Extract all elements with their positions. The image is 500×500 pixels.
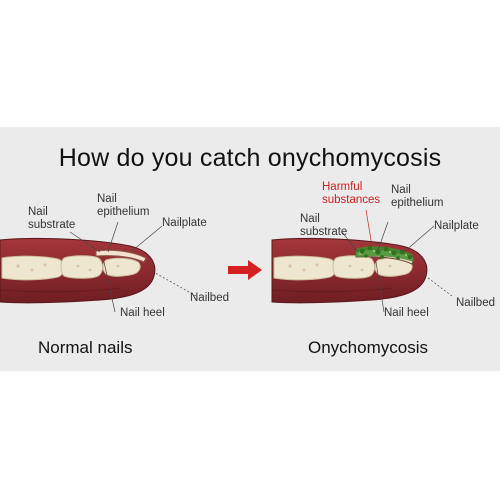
label-nailbed-infected: Nailbed [456,297,495,309]
label-nail-epithelium-normal: Nail epithelium [97,193,150,218]
infected-bones [273,255,413,281]
label-harmful-substances: Harmful substances [322,181,381,206]
label-nail-epithelium-infected: Nail epithelium [391,184,444,209]
caption-normal-nails: Normal nails [38,338,133,357]
label-nail-substrate-normal: Nail substrate [28,206,76,231]
label-nail-heel-normal: Nail heel [120,307,165,319]
normal-nailplate [95,249,147,263]
label-nailplate-normal: Nailplate [162,217,207,229]
label-nail-heel-infected: Nail heel [384,307,429,319]
normal-bones [1,255,141,281]
label-nailplate-infected: Nailplate [434,220,479,232]
fungus-cluster [356,245,414,262]
normal-finger [0,221,197,313]
transition-arrow [228,260,262,280]
caption-onychomycosis: Onychomycosis [308,338,428,357]
infected-finger [271,209,453,313]
label-nail-substrate-infected: Nail substrate [300,213,348,238]
label-nailbed-normal: Nailbed [190,292,229,304]
diagram-title: How do you catch onychomycosis [58,144,442,172]
